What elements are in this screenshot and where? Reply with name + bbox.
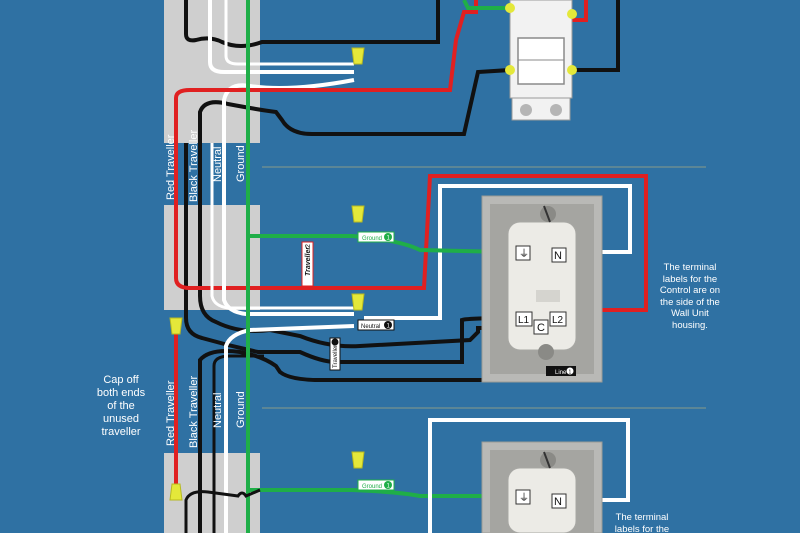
wire-nut-top: [351, 47, 365, 65]
wire-nut-bottom: [351, 451, 365, 469]
svg-text:1: 1: [387, 324, 391, 330]
wire-white-top-a: [208, 0, 354, 74]
tag-ground-mid: Ground 1: [357, 231, 395, 243]
terminal-ground: ⏚: [515, 245, 531, 261]
svg-text:1: 1: [569, 370, 572, 376]
svg-text:1: 1: [387, 236, 391, 242]
wire-nut-mid-neutral: [351, 293, 365, 311]
wire-black-top-c: [576, 0, 620, 72]
wire-white-top-b: [224, 0, 354, 66]
terminal-l1: L1: [515, 311, 533, 327]
wire-black-top-b: [198, 68, 511, 143]
cap-nut-bottom: [169, 483, 183, 501]
wall-unit-control-bottom: [481, 441, 603, 533]
tag-neutral-mid: Neutral 1: [357, 319, 395, 331]
wire-black-line: [198, 349, 548, 533]
svg-text:⏚: ⏚: [519, 492, 529, 504]
wire-nut-mid-ground: [351, 205, 365, 223]
label-neutral-2: Neutral: [212, 393, 224, 428]
svg-text:L1: L1: [518, 315, 530, 326]
label-ground-1: Ground: [235, 145, 247, 182]
toggle-switch: [505, 0, 577, 121]
terminal-n: N: [551, 247, 567, 263]
tag-traveller-1: Traveller: [329, 337, 341, 371]
cap-nut-top: [169, 317, 183, 335]
wire-black-bottom: [184, 488, 261, 533]
wire-white-bottom: [428, 418, 630, 533]
note-terminal-labels-bottom: The terminal labels for the: [614, 512, 670, 533]
label-neutral-1: Neutral: [212, 147, 224, 182]
tag-traveller-2: Traveller 2: [301, 241, 314, 287]
svg-text:1: 1: [387, 484, 391, 490]
svg-text:L2: L2: [552, 315, 564, 326]
note-cap-off: Cap off both ends of the unused travelle…: [96, 374, 146, 438]
wire-white-mid-b: [210, 143, 354, 310]
terminal-ground-bottom: ⏚: [515, 489, 531, 505]
svg-text:Neutral: Neutral: [361, 324, 380, 330]
tag-ground-bottom: Ground 1: [357, 479, 395, 491]
svg-text:N: N: [554, 250, 562, 262]
svg-text:⏚: ⏚: [519, 248, 529, 260]
svg-text:2: 2: [305, 244, 312, 248]
label-black-traveller-2: Black Traveller: [188, 376, 200, 448]
wire-white-top-c: [222, 78, 355, 143]
svg-text:Ground: Ground: [362, 236, 382, 242]
wire-red-top-a: [174, 0, 478, 143]
wire-white-mid-c: [364, 184, 632, 320]
svg-text:C: C: [537, 322, 545, 334]
svg-text:Traveller: Traveller: [333, 345, 339, 368]
tag-line: Line 1: [546, 366, 576, 376]
svg-text:Ground: Ground: [362, 484, 382, 490]
note-terminal-labels: The terminal labels for the Control are …: [659, 262, 721, 331]
svg-text:Traveller: Traveller: [305, 246, 312, 276]
label-ground-2: Ground: [235, 391, 247, 428]
svg-text:Line: Line: [555, 370, 567, 376]
wall-unit-control: [481, 195, 603, 383]
label-red-traveller-1: Red Traveller: [165, 134, 177, 200]
terminal-l2: L2: [549, 311, 567, 327]
wire-black-mid-c: [212, 354, 264, 533]
wire-red-mid: [174, 143, 648, 312]
terminal-n-bottom: N: [551, 493, 567, 509]
wire-red-top-b: [566, 0, 588, 22]
wire-green-top-b: [462, 0, 510, 10]
terminal-c: C: [533, 319, 549, 335]
wire-black-mid-b: [184, 143, 523, 364]
svg-text:N: N: [554, 496, 562, 508]
wire-green-bottom: [248, 488, 506, 498]
label-red-traveller-2: Red Traveller: [165, 380, 177, 446]
label-black-traveller-1: Black Traveller: [188, 130, 200, 202]
